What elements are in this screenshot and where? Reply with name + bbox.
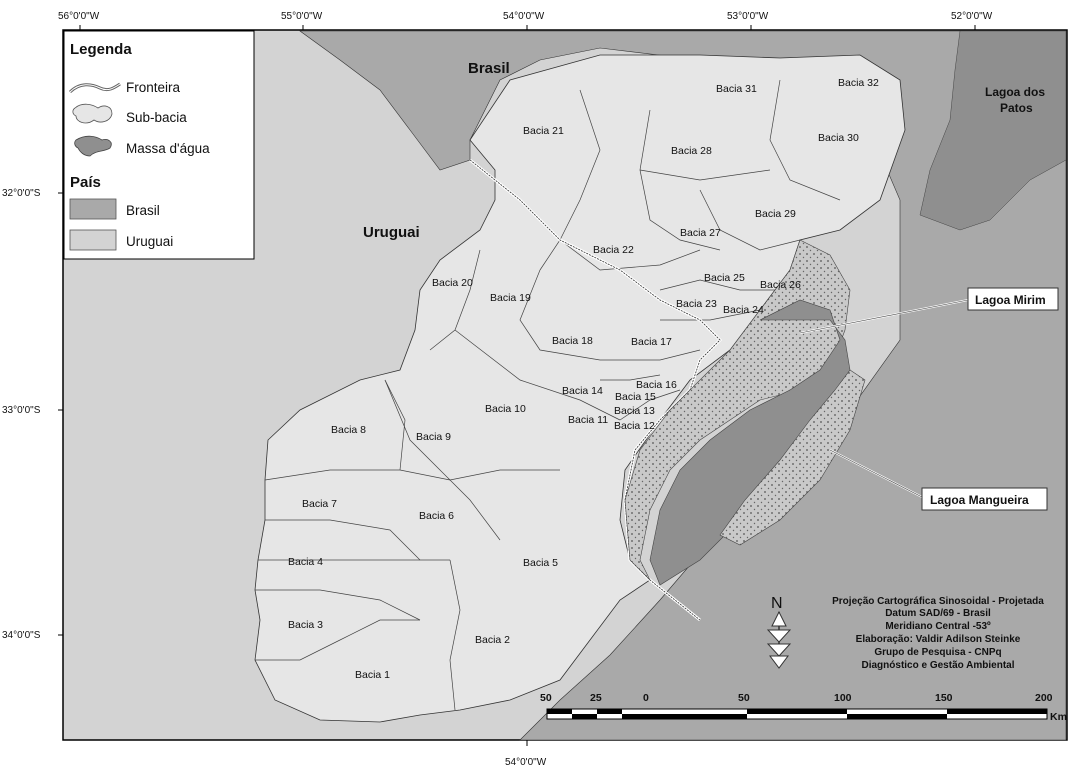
lon-label: 54°0'0"W <box>503 11 545 22</box>
basin-label: Bacia 22 <box>593 244 634 256</box>
scale-label: 100 <box>834 692 852 704</box>
basin-divides <box>255 79 841 711</box>
basin-label: Bacia 30 <box>818 132 859 144</box>
basin-label: Bacia 27 <box>680 227 721 239</box>
lon-label: 56°0'0"W <box>58 11 100 22</box>
legend-item-uruguai: Uruguai <box>126 234 173 249</box>
lat-label: 34°0'0"S <box>2 630 41 641</box>
credit-line: Meridiano Central -53º <box>885 621 991 632</box>
basin-label: Bacia 24 <box>723 304 764 316</box>
lat-label: 32°0'0"S <box>2 188 41 199</box>
legend-item-brasil: Brasil <box>126 203 160 218</box>
basin-label: Bacia 8 <box>331 424 366 436</box>
lagoa-dos-patos-label: Lagoa dos <box>985 85 1045 99</box>
country-label-uruguai: Uruguai <box>363 224 420 241</box>
lat-label: 33°0'0"S <box>2 405 41 416</box>
lon-label-bottom: 54°0'0"W <box>505 757 547 768</box>
credit-line: Diagnóstico e Gestão Ambiental <box>862 660 1015 671</box>
scale-label: 0 <box>643 692 649 704</box>
basin-label: Bacia 13 <box>614 405 655 417</box>
basin-label: Bacia 2 <box>475 634 510 646</box>
basin-label: Bacia 9 <box>416 431 451 443</box>
basin-label: Bacia 19 <box>490 292 531 304</box>
brasil-swatch <box>69 198 117 220</box>
basins-region <box>254 54 906 723</box>
basin-symbol <box>72 103 113 124</box>
basin-label: Bacia 17 <box>631 336 672 348</box>
basin-label: Bacia 6 <box>419 510 454 522</box>
scale-unit: Km <box>1050 711 1067 723</box>
basin-label: Bacia 14 <box>562 385 603 397</box>
callout-box <box>921 487 1048 511</box>
scale-label: 25 <box>590 692 602 704</box>
basin-label: Bacia 1 <box>355 669 390 681</box>
graticule-ticks <box>58 25 976 746</box>
scale-label: 50 <box>540 692 552 704</box>
credit-line: Datum SAD/69 - Brasil <box>885 608 991 619</box>
basin-label: Bacia 31 <box>716 83 757 95</box>
basin-label: Bacia 16 <box>636 379 677 391</box>
lagoa-mangueira <box>719 369 866 546</box>
scale-label: 200 <box>1035 692 1053 704</box>
basin-label: Bacia 4 <box>288 556 323 568</box>
basin-label: Bacia 11 <box>568 414 608 426</box>
callout-line <box>829 449 923 498</box>
legend-country-title: País <box>70 174 101 191</box>
basin-label: Bacia 7 <box>302 498 337 510</box>
legend: Legenda Fronteira Sub-bacia Massa d'água… <box>63 30 255 260</box>
lagoa-dos-patos-label: Patos <box>1000 101 1033 115</box>
credit-line: Grupo de Pesquisa - CNPq <box>874 647 1001 658</box>
graticule-labels: 56°0'0"W 55°0'0"W 54°0'0"W 53°0'0"W 52°0… <box>2 11 993 768</box>
basin-label: Bacia 21 <box>523 125 564 137</box>
basin-label: Bacia 23 <box>676 298 717 310</box>
north-letter: N <box>771 595 783 612</box>
basin-label: Bacia 3 <box>288 619 323 631</box>
basin-label: Bacia 29 <box>755 208 796 220</box>
scale-label: 150 <box>935 692 953 704</box>
legend-item-fronteira: Fronteira <box>126 80 181 95</box>
callout-lagoa-mirim: Lagoa Mirim <box>975 293 1046 307</box>
credit-line: Elaboração: Valdir Adilson Steinke <box>856 634 1021 645</box>
basin-label: Bacia 10 <box>485 403 526 415</box>
basin-labels: Bacia 1 Bacia 2 Bacia 3 Bacia 4 Bacia 5 … <box>288 77 879 681</box>
basin-label: Bacia 15 <box>615 391 656 403</box>
credits-block: Projeção Cartográfica Sinosoidal - Proje… <box>832 596 1044 671</box>
basin-label: Bacia 12 <box>614 420 655 432</box>
water-symbol <box>74 135 112 157</box>
basin-label: Bacia 28 <box>671 145 712 157</box>
basin-label: Bacia 5 <box>523 557 558 569</box>
credit-line: Projeção Cartográfica Sinosoidal - Proje… <box>832 596 1044 607</box>
callout-box <box>967 287 1059 311</box>
legend-item-massa-dagua: Massa d'água <box>126 141 210 156</box>
callout-line <box>799 299 969 334</box>
legend-title: Legenda <box>70 41 132 58</box>
lon-label: 52°0'0"W <box>951 11 993 22</box>
legend-item-sub-bacia: Sub-bacia <box>126 110 187 125</box>
basin-label: Bacia 18 <box>552 335 593 347</box>
lagoa-dos-patos <box>919 30 1067 231</box>
callout-lagoa-mangueira: Lagoa Mangueira <box>930 493 1029 507</box>
lon-label: 53°0'0"W <box>727 11 769 22</box>
basin-label: Bacia 25 <box>704 272 745 284</box>
lon-label: 55°0'0"W <box>281 11 323 22</box>
country-label-brasil: Brasil <box>468 60 510 77</box>
basin-label: Bacia 26 <box>760 279 801 291</box>
basin-label: Bacia 32 <box>838 77 879 89</box>
scale-label: 50 <box>738 692 750 704</box>
north-arrow-icon: N <box>766 595 792 669</box>
uruguai-swatch <box>69 229 117 251</box>
basin-label: Bacia 20 <box>432 277 473 289</box>
scale-bar: 50 25 0 50 100 150 200 Km <box>540 692 1067 723</box>
